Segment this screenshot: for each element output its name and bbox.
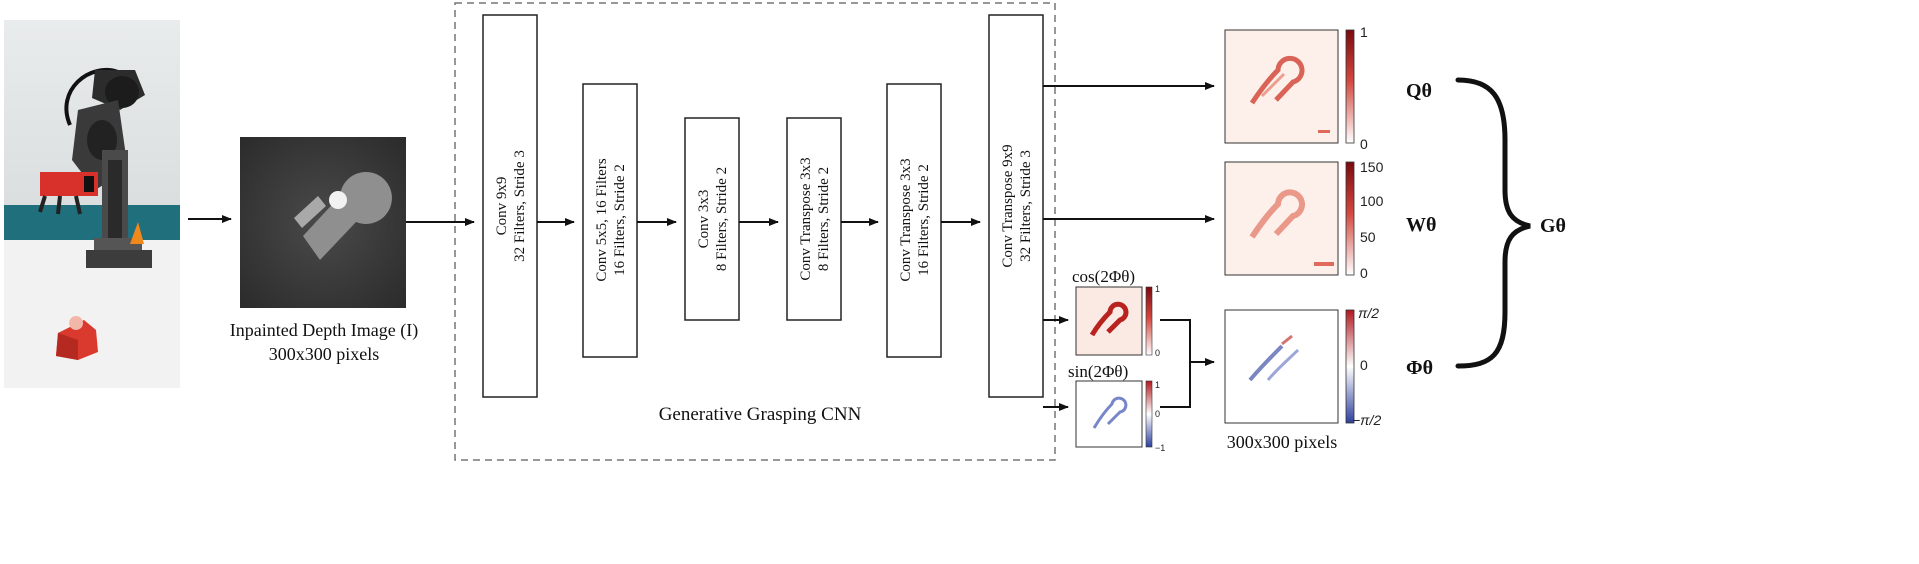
- g-label: Gθ: [1540, 215, 1566, 237]
- cos-heatmap: [1075, 286, 1153, 356]
- svg-text:8 Filters, Stride 2: 8 Filters, Stride 2: [714, 167, 730, 271]
- q-label: Qθ: [1406, 80, 1432, 102]
- svg-text:32 Filters, Stride 3: 32 Filters, Stride 3: [1018, 150, 1034, 262]
- depth-image: [240, 137, 406, 308]
- phi-label: Φθ: [1406, 357, 1433, 379]
- svg-text:8 Filters, Stride 2: 8 Filters, Stride 2: [816, 167, 832, 271]
- sin-label: sin(2Φθ): [1068, 362, 1128, 381]
- grouping-brace: [1455, 77, 1531, 369]
- w-label: Wθ: [1406, 214, 1436, 236]
- sin-tick-1: 1: [1155, 380, 1160, 390]
- layer-conv-transpose-9x9: Conv Transpose 9x9 32 Filters, Stride 3: [988, 14, 1044, 398]
- svg-text:16 Filters, Stride 2: 16 Filters, Stride 2: [916, 164, 932, 276]
- layer-conv-3x3: Conv 3x3 8 Filters, Stride 2: [684, 117, 740, 321]
- phi-heatmap: [1224, 309, 1355, 424]
- svg-text:Conv Transpose 3x3: Conv Transpose 3x3: [898, 158, 914, 281]
- svg-text:Conv 5x5, 16 Filters: Conv 5x5, 16 Filters: [594, 158, 610, 282]
- w-tick-50: 50: [1360, 229, 1376, 245]
- cos-label: cos(2Φθ): [1072, 267, 1135, 286]
- cos-tick-0: 0: [1155, 348, 1160, 358]
- svg-text:Conv 9x9: Conv 9x9: [494, 177, 510, 236]
- layer-conv-transpose-3x3-b: Conv Transpose 3x3 16 Filters, Stride 2: [886, 83, 942, 358]
- phi-tick-neg: −π/2: [1352, 412, 1381, 428]
- depth-caption-line2: 300x300 pixels: [269, 344, 380, 364]
- svg-text:16 Filters, Stride 2: 16 Filters, Stride 2: [612, 164, 628, 276]
- q-heatmap: [1224, 29, 1355, 144]
- w-tick-0: 0: [1360, 265, 1368, 281]
- svg-text:32 Filters, Stride 3: 32 Filters, Stride 3: [512, 150, 528, 262]
- cos-tick-1: 1: [1155, 284, 1160, 294]
- sin-tick-neg1: −1: [1155, 443, 1165, 453]
- phi-tick-pos: π/2: [1358, 305, 1379, 321]
- w-tick-100: 100: [1360, 193, 1384, 209]
- q-tick-1: 1: [1360, 24, 1368, 40]
- w-heatmap: [1224, 161, 1355, 276]
- robot-photo: [4, 20, 180, 388]
- sin-tick-0: 0: [1155, 409, 1160, 419]
- svg-text:Conv 3x3: Conv 3x3: [696, 190, 712, 249]
- size-caption: 300x300 pixels: [1227, 432, 1338, 452]
- q-tick-0: 0: [1360, 136, 1368, 152]
- svg-text:Conv Transpose 9x9: Conv Transpose 9x9: [1000, 144, 1016, 267]
- depth-caption-line1: Inpainted Depth Image (I): [230, 320, 418, 341]
- layer-conv-5x5: Conv 5x5, 16 Filters 16 Filters, Stride …: [582, 83, 638, 358]
- phi-tick-0: 0: [1360, 357, 1368, 373]
- w-tick-150: 150: [1360, 159, 1384, 175]
- network-title: Generative Grasping CNN: [659, 404, 862, 425]
- svg-text:Conv Transpose 3x3: Conv Transpose 3x3: [798, 157, 814, 280]
- sin-heatmap: [1075, 380, 1153, 448]
- layer-conv-transpose-3x3-a: Conv Transpose 3x3 8 Filters, Stride 2: [786, 117, 842, 321]
- network-container: [454, 2, 1056, 461]
- layer-conv-9x9: Conv 9x9 32 Filters, Stride 3: [482, 14, 538, 398]
